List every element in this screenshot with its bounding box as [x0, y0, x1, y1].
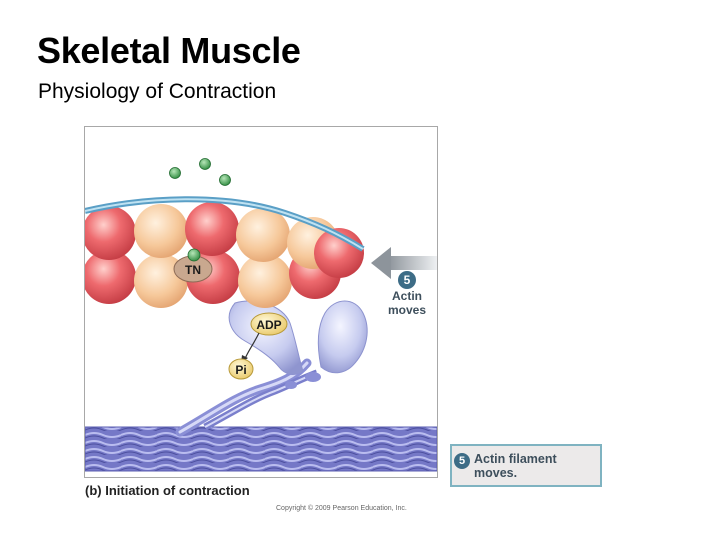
myosin-head-free — [317, 300, 368, 374]
contraction-illustration: TN ADP Pi — [85, 158, 437, 472]
slide-subtitle: Physiology of Contraction — [38, 80, 277, 103]
contraction-figure: TN ADP Pi — [84, 126, 438, 478]
slide-title: Skeletal Muscle — [37, 30, 301, 71]
callout-text: Actin filament moves. — [474, 452, 598, 480]
adp-label: ADP — [256, 318, 281, 332]
copyright-notice: Copyright © 2009 Pearson Education, Inc. — [276, 505, 407, 512]
step-5-text-line2: moves — [387, 303, 427, 317]
actin-move-arrow — [371, 247, 437, 279]
free-calcium-ions — [169, 158, 231, 186]
step-callout-box: 5 Actin filament moves. — [450, 444, 602, 487]
adp-badge — [250, 312, 288, 336]
callout-step-badge: 5 — [454, 453, 470, 469]
step-5-badge: 5 — [398, 271, 416, 289]
pi-badge — [228, 358, 254, 380]
pi-label: Pi — [235, 363, 246, 377]
figure-caption: (b) Initiation of contraction — [85, 483, 250, 498]
step-5-label: 5 Actin moves — [374, 271, 440, 317]
callout-line2: moves. — [474, 466, 518, 480]
thick-filament — [85, 427, 437, 471]
callout-line1: Actin filament — [474, 452, 557, 466]
troponin-label: TN — [185, 263, 201, 277]
step-5-text-line1: Actin — [392, 289, 422, 303]
bound-calcium-ion — [187, 248, 201, 262]
